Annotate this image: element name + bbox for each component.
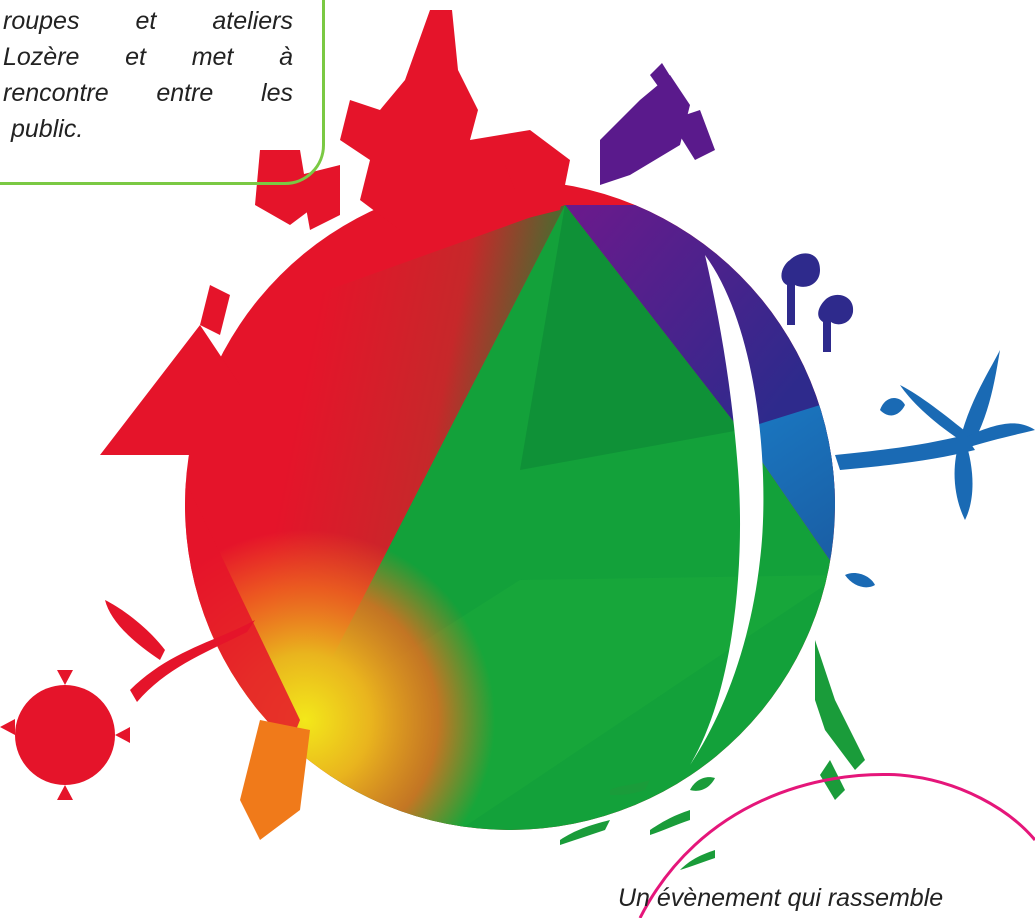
house-silhouette-icon [100, 285, 240, 465]
palm-tree-icon [835, 350, 1035, 588]
top-callout-line-2: Lozère et met à [3, 43, 293, 71]
bottom-left-silhouette [240, 720, 310, 840]
top-callout-box: roupes et ateliers Lozère et met à renco… [0, 0, 325, 185]
top-callout-text: roupes et ateliers Lozère et met à renco… [3, 3, 293, 147]
bottom-callout-text: Un évènement qui rassemble [618, 884, 944, 912]
top-callout-line-3: rencontre entre les [3, 79, 293, 107]
bottom-callout-border [638, 773, 1035, 918]
tree-silhouette-icon [781, 253, 854, 352]
tower-silhouette-icon [560, 640, 865, 870]
crescent-shape [690, 255, 764, 765]
people-silhouette-icon [255, 10, 570, 230]
purple-silhouette-icon [600, 63, 715, 185]
top-callout-line-4: public. [11, 115, 84, 143]
top-callout-line-1: roupes et ateliers [3, 7, 293, 35]
globe-body [185, 180, 835, 830]
flower-silhouette-icon [0, 600, 255, 800]
